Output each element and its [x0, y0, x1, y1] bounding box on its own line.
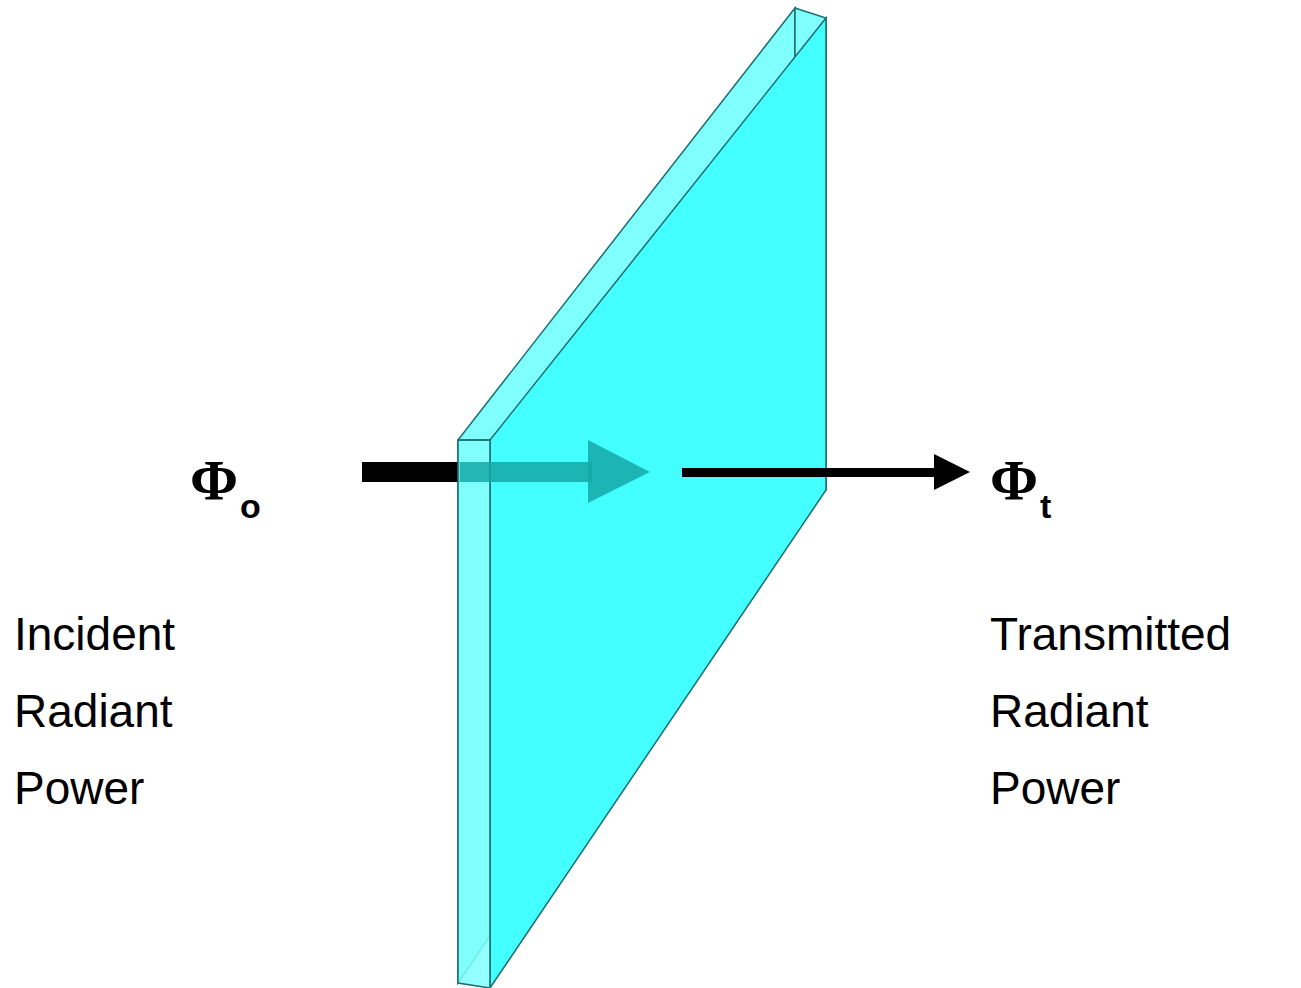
transmitted-arrow: [682, 468, 938, 477]
incident-arrow-inside: [460, 462, 592, 482]
incident-arrow-head: [588, 440, 650, 503]
incident-arrow: [362, 462, 460, 482]
flux-symbol: Φt: [990, 452, 1051, 510]
flux-symbol: Φo: [190, 452, 261, 510]
quantity-label: Incident Radiant Power: [14, 596, 244, 827]
plate-front-face: [490, 18, 826, 988]
transmitted-arrow-head: [934, 454, 970, 490]
plate-edge-line: [458, 439, 490, 441]
quantity-label: Transmitted Radiant Power: [990, 596, 1290, 827]
plate-edge: [458, 440, 490, 988]
